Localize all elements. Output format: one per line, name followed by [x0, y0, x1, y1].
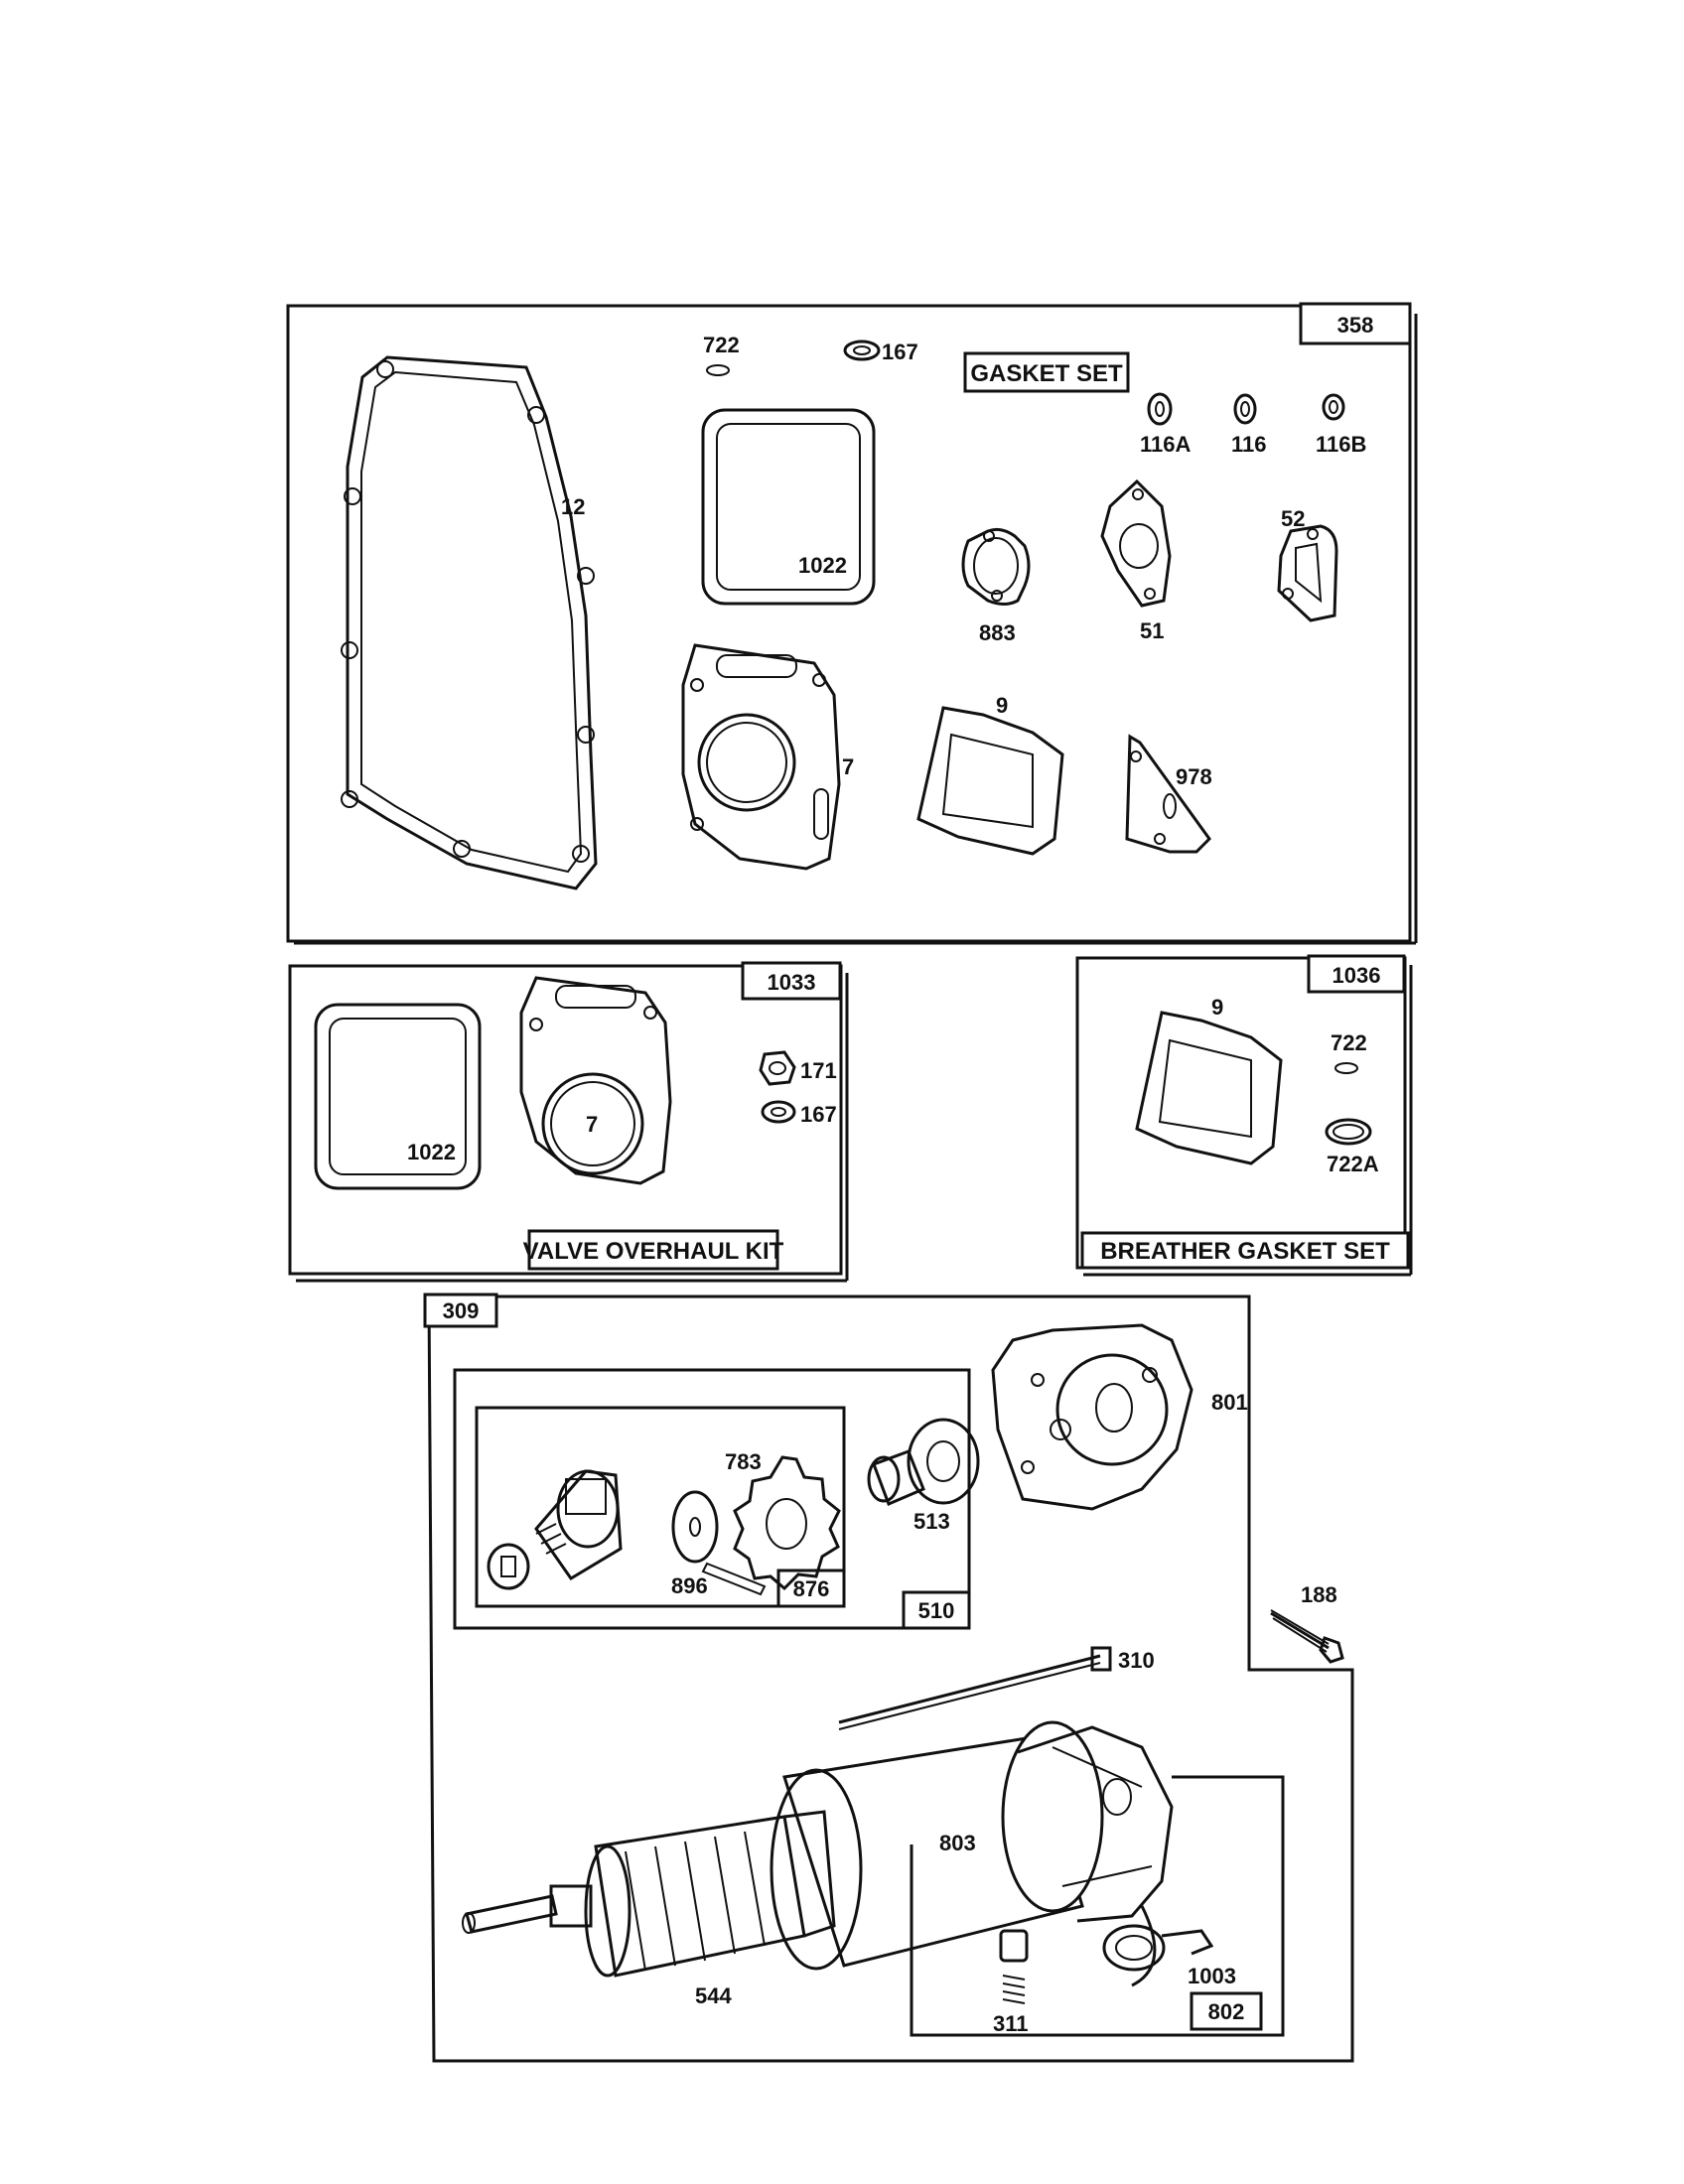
washer: [671, 1490, 719, 1564]
part-167-seal: [843, 340, 881, 361]
brush-holder-1003: [1102, 1924, 1214, 1972]
part-label-1022: 1022: [798, 553, 847, 578]
breather-set-ring-722a: [1325, 1118, 1372, 1146]
starter-label-188: 188: [1301, 1582, 1337, 1607]
valve-kit-title: VALVE OVERHAUL KIT: [523, 1238, 784, 1265]
drive-assembly-frame: [453, 1368, 971, 1630]
part-label-52: 52: [1281, 506, 1305, 531]
end-cap-801: [991, 1323, 1193, 1511]
starter-label-801: 801: [1211, 1390, 1248, 1415]
breather-gasket-set-panel: 1036 BREATHER GASKET SET 9 722 722A: [1075, 954, 1413, 1277]
starter-label-513: 513: [913, 1509, 950, 1534]
valve-kit-number-box: [741, 961, 842, 1001]
part-label-116: 116: [1231, 432, 1267, 457]
part-label-7: 7: [842, 754, 854, 779]
starter-label-783: 783: [725, 1449, 762, 1474]
air-cleaner-gasket-52: [1277, 524, 1338, 622]
brush-spring-311: [999, 1929, 1029, 2004]
starter-label-310: 310: [1118, 1648, 1155, 1673]
part-116a-ring: [1147, 392, 1173, 426]
part-116b-ring: [1322, 393, 1345, 421]
part-label-116a: 116A: [1140, 432, 1191, 457]
gasket-set-number-box: [1299, 302, 1412, 345]
gasket-set-panel: 358 GASKET SET 12 722 167 1022: [286, 302, 1418, 945]
part-label-883: 883: [979, 620, 1016, 645]
starter-number: 309: [443, 1298, 480, 1323]
gasket-set-frame: [286, 304, 1412, 943]
breather-set-frame: [1075, 956, 1407, 1270]
nut-171: [759, 1050, 796, 1086]
starter-label-544: 544: [695, 1983, 732, 2008]
breather-set-number: 1036: [1333, 963, 1381, 988]
valve-kit-label-1022: 1022: [407, 1140, 456, 1164]
brush-assembly-number-box: [1190, 1991, 1263, 2031]
breather-set-title-box: [1080, 1231, 1410, 1270]
part-label-9: 9: [996, 693, 1008, 718]
breather-set-number-box: [1307, 954, 1406, 994]
rocker-cover-gasket: [701, 408, 876, 606]
part-116-ring: [1233, 393, 1257, 425]
carburetor-gasket-51: [1100, 478, 1172, 608]
drive-assembly-number: 510: [918, 1598, 955, 1623]
breather-set-title: BREATHER GASKET SET: [1100, 1238, 1390, 1265]
breather-set-label-722: 722: [1331, 1030, 1367, 1055]
motor-housing-803: [770, 1720, 1174, 1987]
valve-kit-frame: [288, 964, 843, 1276]
breather-gasket-9: [916, 706, 1064, 856]
drive-subassembly-frame: [475, 1406, 846, 1608]
breather-set-label-722a: 722A: [1327, 1152, 1379, 1176]
rocker-cover-gasket-1022: [314, 1003, 482, 1190]
gasket-set-title: GASKET SET: [970, 360, 1123, 387]
drive-assembly-number-box: [902, 1590, 971, 1630]
valve-kit-label-167: 167: [800, 1102, 837, 1127]
roll-pin-896: [701, 1562, 767, 1596]
bolt-188: [1270, 1609, 1344, 1664]
head-gasket-7: [519, 976, 672, 1185]
starter-label-896: 896: [671, 1573, 708, 1598]
starter-label-1003: 1003: [1188, 1964, 1236, 1988]
through-bolt-310: [838, 1646, 1112, 1730]
starter-motor-panel: 309 510 876 783 896: [423, 1293, 1354, 2063]
part-label-722: 722: [703, 333, 740, 357]
part-label-978: 978: [1176, 764, 1212, 789]
valve-kit-number: 1033: [768, 970, 816, 995]
pinion-gear-783: [733, 1455, 841, 1591]
part-label-51: 51: [1140, 618, 1164, 643]
starter-frame: [427, 1295, 1354, 2063]
valve-overhaul-kit-panel: 1033 VALVE OVERHAUL KIT 1022 7 171 167: [288, 961, 849, 1283]
seal-167: [761, 1100, 796, 1124]
valve-kit-label-171: 171: [800, 1058, 837, 1083]
starter-label-803: 803: [939, 1831, 976, 1855]
intake-gasket-883: [961, 527, 1031, 606]
part-722-ring: [706, 364, 730, 376]
drive-nut-513: [867, 1418, 980, 1506]
clutch-spring: [487, 1469, 623, 1590]
brush-assembly-frame: [910, 1775, 1285, 2037]
drive-subassembly-number: 876: [793, 1576, 830, 1601]
cylinder-head-gasket-7: [681, 643, 841, 871]
valve-kit-title-box: [527, 1229, 779, 1271]
breather-set-ring-722: [1334, 1062, 1358, 1074]
plate-gasket-978: [1125, 734, 1211, 854]
armature-544: [462, 1810, 836, 1978]
crankcase-gasket: [341, 355, 598, 890]
gasket-set-number: 358: [1337, 313, 1374, 338]
brush-assembly-number: 802: [1208, 1999, 1245, 2024]
starter-number-box: [423, 1293, 498, 1328]
starter-label-311: 311: [993, 2011, 1029, 2036]
valve-kit-label-7: 7: [586, 1112, 598, 1137]
breather-gasket-9b: [1135, 1011, 1283, 1165]
part-label-167: 167: [882, 340, 918, 364]
gasket-set-title-box: [963, 351, 1130, 393]
breather-set-label-9: 9: [1211, 995, 1223, 1020]
part-label-12: 12: [561, 494, 585, 519]
part-label-116b: 116B: [1316, 432, 1366, 457]
